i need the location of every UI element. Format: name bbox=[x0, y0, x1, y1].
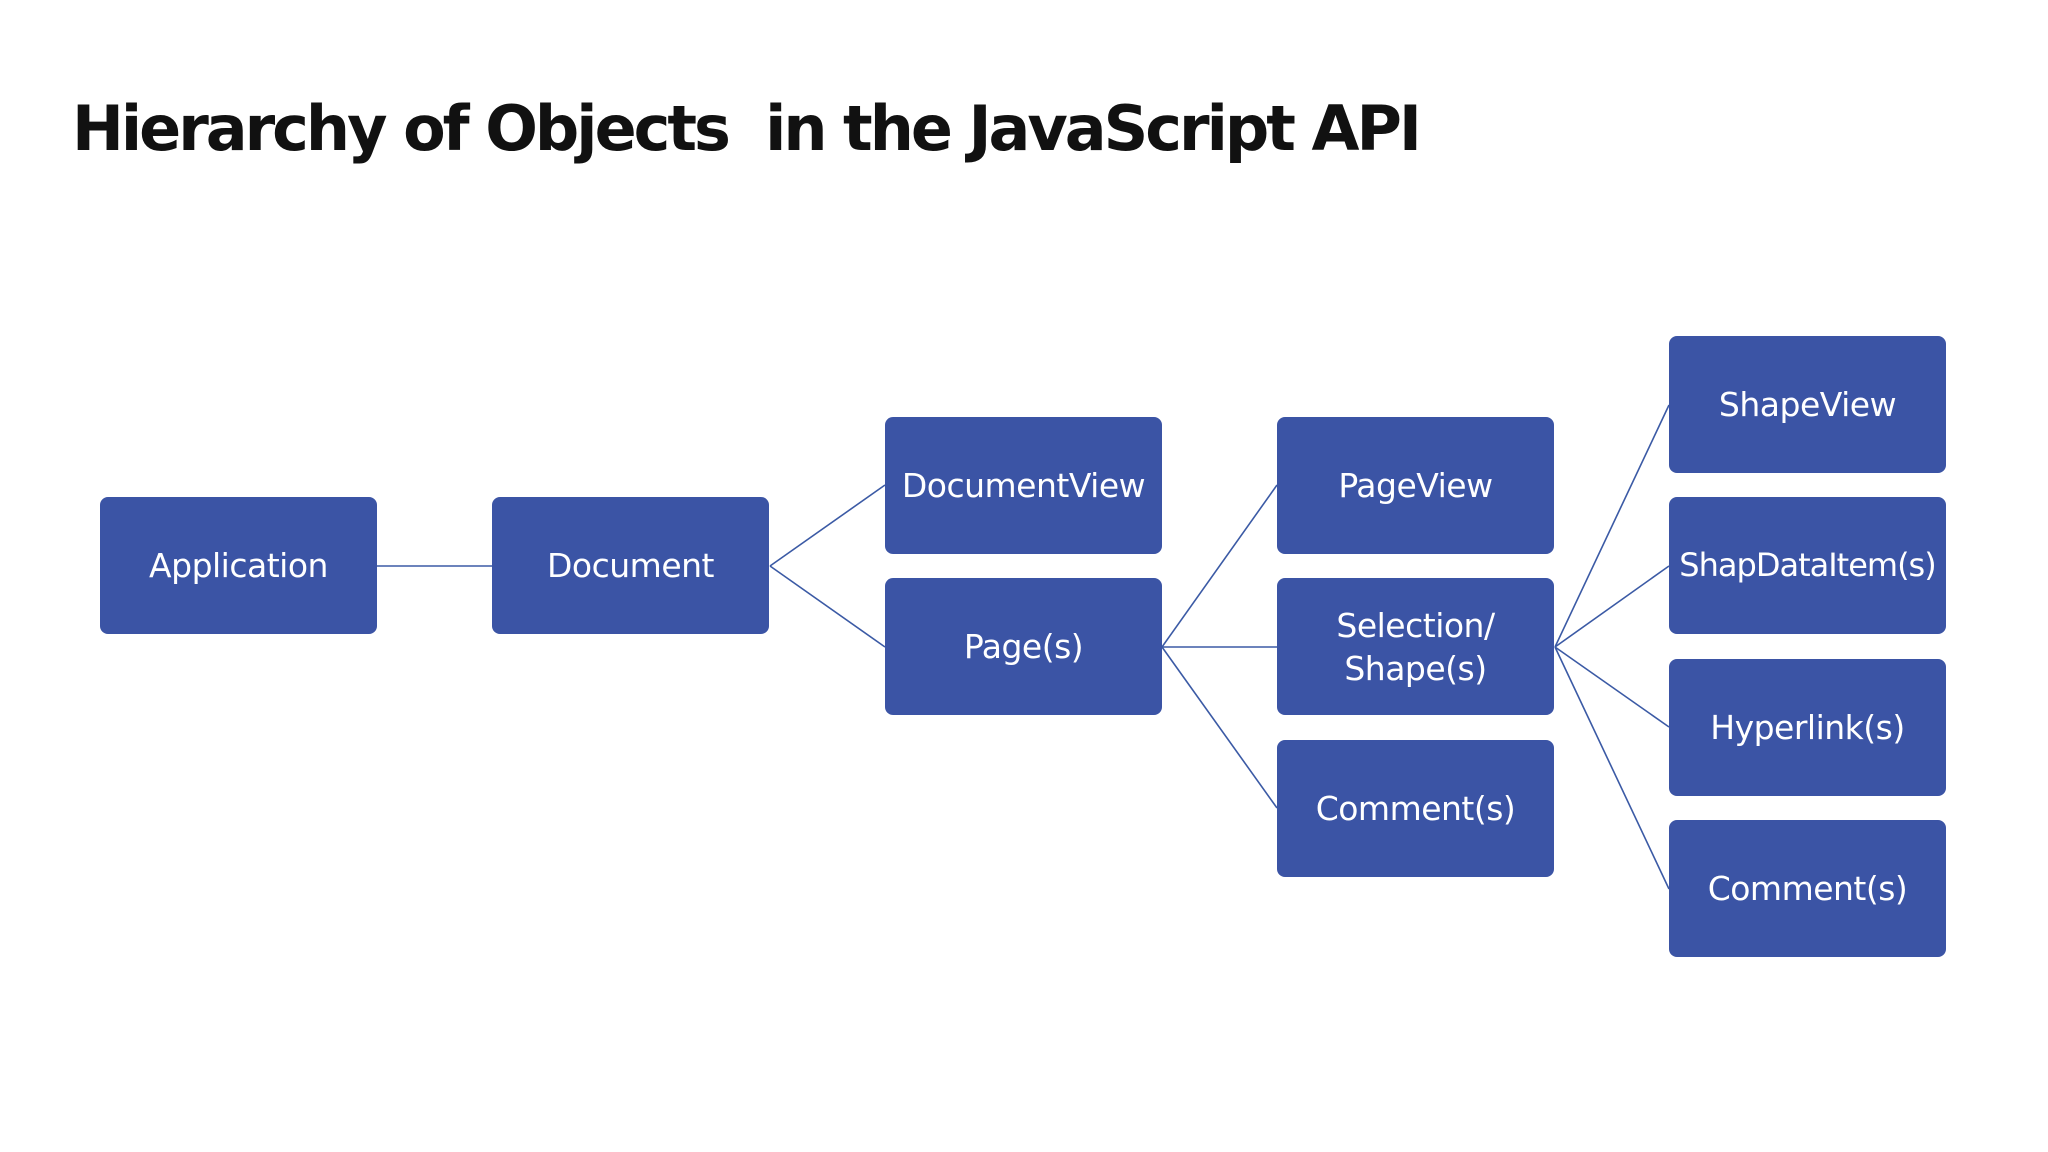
node-pages: Page(s) bbox=[885, 578, 1162, 715]
node-page-comments: Comment(s) bbox=[1277, 740, 1554, 877]
connector-document-pages bbox=[769, 565, 886, 648]
connector-shapes-shapeview bbox=[1554, 404, 1670, 648]
node-selection-shapes: Selection/ Shape(s) bbox=[1277, 578, 1554, 715]
node-pages-label: Page(s) bbox=[963, 627, 1084, 666]
node-shape-view-label: ShapeView bbox=[1718, 385, 1897, 424]
node-hyperlinks: Hyperlink(s) bbox=[1669, 659, 1946, 796]
connector-shapes-comments bbox=[1554, 646, 1670, 890]
node-shape-comments: Comment(s) bbox=[1669, 820, 1946, 957]
node-shape-data-items: ShapDataItem(s) bbox=[1669, 497, 1946, 634]
node-shape-comments-label: Comment(s) bbox=[1707, 869, 1908, 908]
node-document-view: DocumentView bbox=[885, 417, 1162, 554]
node-shape-view: ShapeView bbox=[1669, 336, 1946, 473]
connector-shapes-shapedataitems bbox=[1554, 565, 1670, 648]
slide-title: Hierarchy of Objects in the JavaScript A… bbox=[72, 92, 1422, 165]
node-document-view-label: DocumentView bbox=[901, 466, 1146, 505]
node-application-label: Application bbox=[149, 546, 328, 585]
connector-pages-pageview bbox=[1161, 484, 1278, 648]
node-hyperlinks-label: Hyperlink(s) bbox=[1710, 708, 1905, 747]
node-application: Application bbox=[100, 497, 377, 634]
node-document-label: Document bbox=[547, 546, 714, 585]
node-page-comments-label: Comment(s) bbox=[1315, 789, 1516, 828]
node-page-view: PageView bbox=[1277, 417, 1554, 554]
connector-shapes-hyperlinks bbox=[1554, 646, 1670, 728]
connector-document-documentview bbox=[769, 484, 886, 567]
node-document: Document bbox=[492, 497, 769, 634]
node-shape-data-items-label: ShapDataItem(s) bbox=[1679, 546, 1936, 584]
connector-pages-comments bbox=[1161, 646, 1278, 809]
node-page-view-label: PageView bbox=[1338, 466, 1493, 505]
node-selection-shapes-label: Selection/ Shape(s) bbox=[1336, 605, 1495, 688]
